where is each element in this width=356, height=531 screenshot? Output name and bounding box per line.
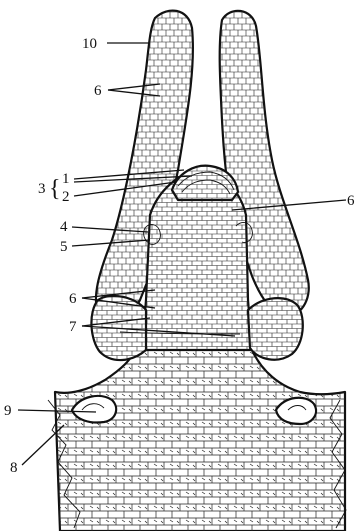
label-5: 5 [60, 239, 68, 255]
label-10: 10 [82, 36, 97, 52]
label-2: 2 [62, 189, 70, 205]
label-brace: { [49, 176, 61, 202]
label-3: 3 [38, 181, 46, 197]
label-9: 9 [4, 403, 12, 419]
label-6-right: 6 [347, 193, 355, 209]
label-6-lower: 6 [69, 291, 77, 307]
label-7: 7 [69, 319, 77, 335]
label-1: 1 [62, 171, 70, 187]
label-8: 8 [10, 460, 18, 476]
label-6-upper: 6 [94, 83, 102, 99]
label-4: 4 [60, 219, 68, 235]
